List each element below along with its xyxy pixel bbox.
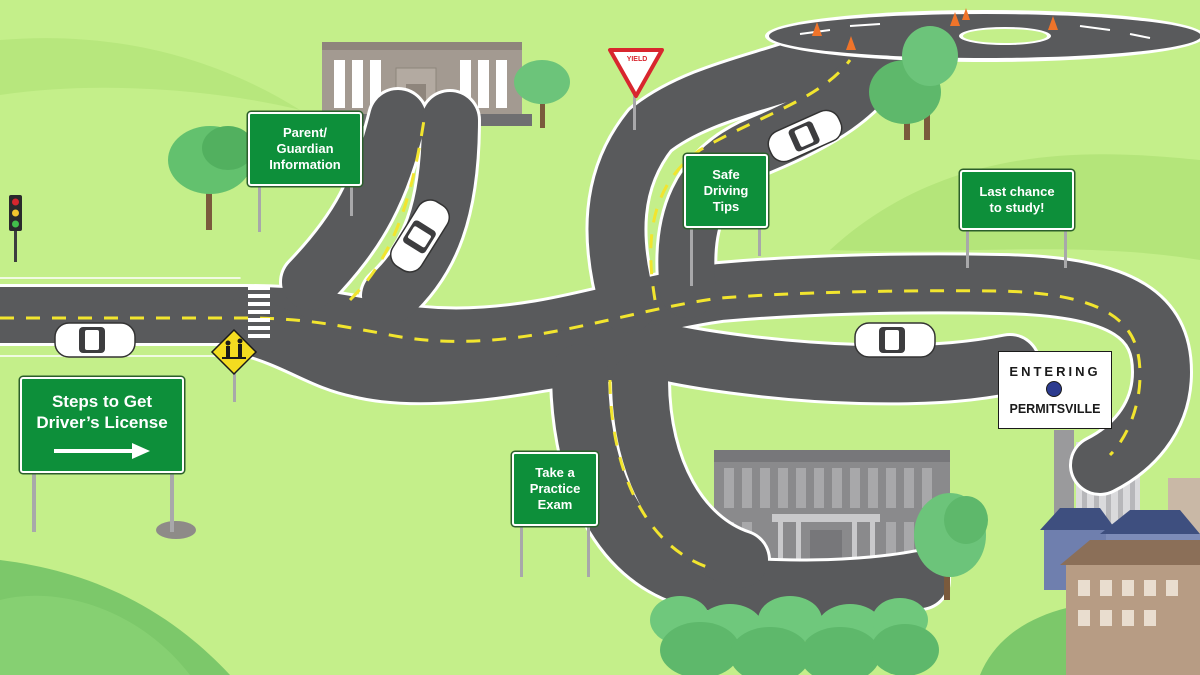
roundabout bbox=[765, 10, 1200, 62]
traffic-cones bbox=[812, 8, 1058, 50]
car-4 bbox=[767, 109, 843, 163]
practice-sign-line-2: Practice bbox=[529, 480, 581, 496]
car-2 bbox=[854, 322, 936, 358]
practice-exam-sign[interactable]: Take a Practice Exam bbox=[512, 452, 598, 526]
parent-guardian-sign[interactable]: Parent/ Guardian Information bbox=[248, 112, 362, 186]
safe-driving-sign[interactable]: Safe Driving Tips bbox=[684, 154, 768, 228]
safe-sign-line-3: Tips bbox=[712, 199, 740, 215]
sign-posts bbox=[32, 94, 1067, 577]
safe-sign-line-1: Safe bbox=[712, 166, 740, 182]
town-sign-name: PERMITSVILLE bbox=[1009, 402, 1101, 416]
practice-sign-line-3: Exam bbox=[537, 497, 573, 513]
car-3 bbox=[389, 199, 451, 273]
parent-sign-line-1: Parent/ bbox=[282, 124, 328, 140]
trees bbox=[156, 26, 988, 675]
steps-sign-line-1: Steps to Get bbox=[51, 391, 153, 411]
parent-sign-line-3: Information bbox=[269, 157, 341, 173]
yield-label: YIELD bbox=[626, 56, 648, 63]
entering-town-sign: ENTERING PERMITSVILLE bbox=[998, 351, 1112, 429]
parent-sign-line-2: Guardian bbox=[276, 140, 334, 156]
practice-sign-line-1: Take a bbox=[535, 464, 575, 480]
crosswalk bbox=[248, 286, 270, 338]
town-sign-entering: ENTERING bbox=[1009, 364, 1101, 379]
arrow-right-icon bbox=[54, 443, 150, 460]
traffic-light-icon bbox=[9, 195, 22, 262]
safe-sign-line-2: Driving bbox=[703, 182, 749, 198]
school-crossing-icon bbox=[210, 328, 258, 376]
last-chance-sign[interactable]: Last chance to study! bbox=[960, 170, 1074, 230]
last-sign-line-2: to study! bbox=[989, 200, 1045, 215]
town-seal-icon bbox=[1046, 381, 1062, 397]
steps-license-sign[interactable]: Steps to Get Driver’s License bbox=[20, 377, 184, 473]
last-sign-line-1: Last chance bbox=[979, 183, 1055, 199]
town-buildings bbox=[1040, 430, 1200, 675]
yield-sign-icon bbox=[608, 48, 664, 98]
steps-sign-line-2: Driver’s License bbox=[36, 413, 168, 432]
car-1 bbox=[54, 322, 136, 358]
road-network bbox=[0, 27, 1194, 621]
